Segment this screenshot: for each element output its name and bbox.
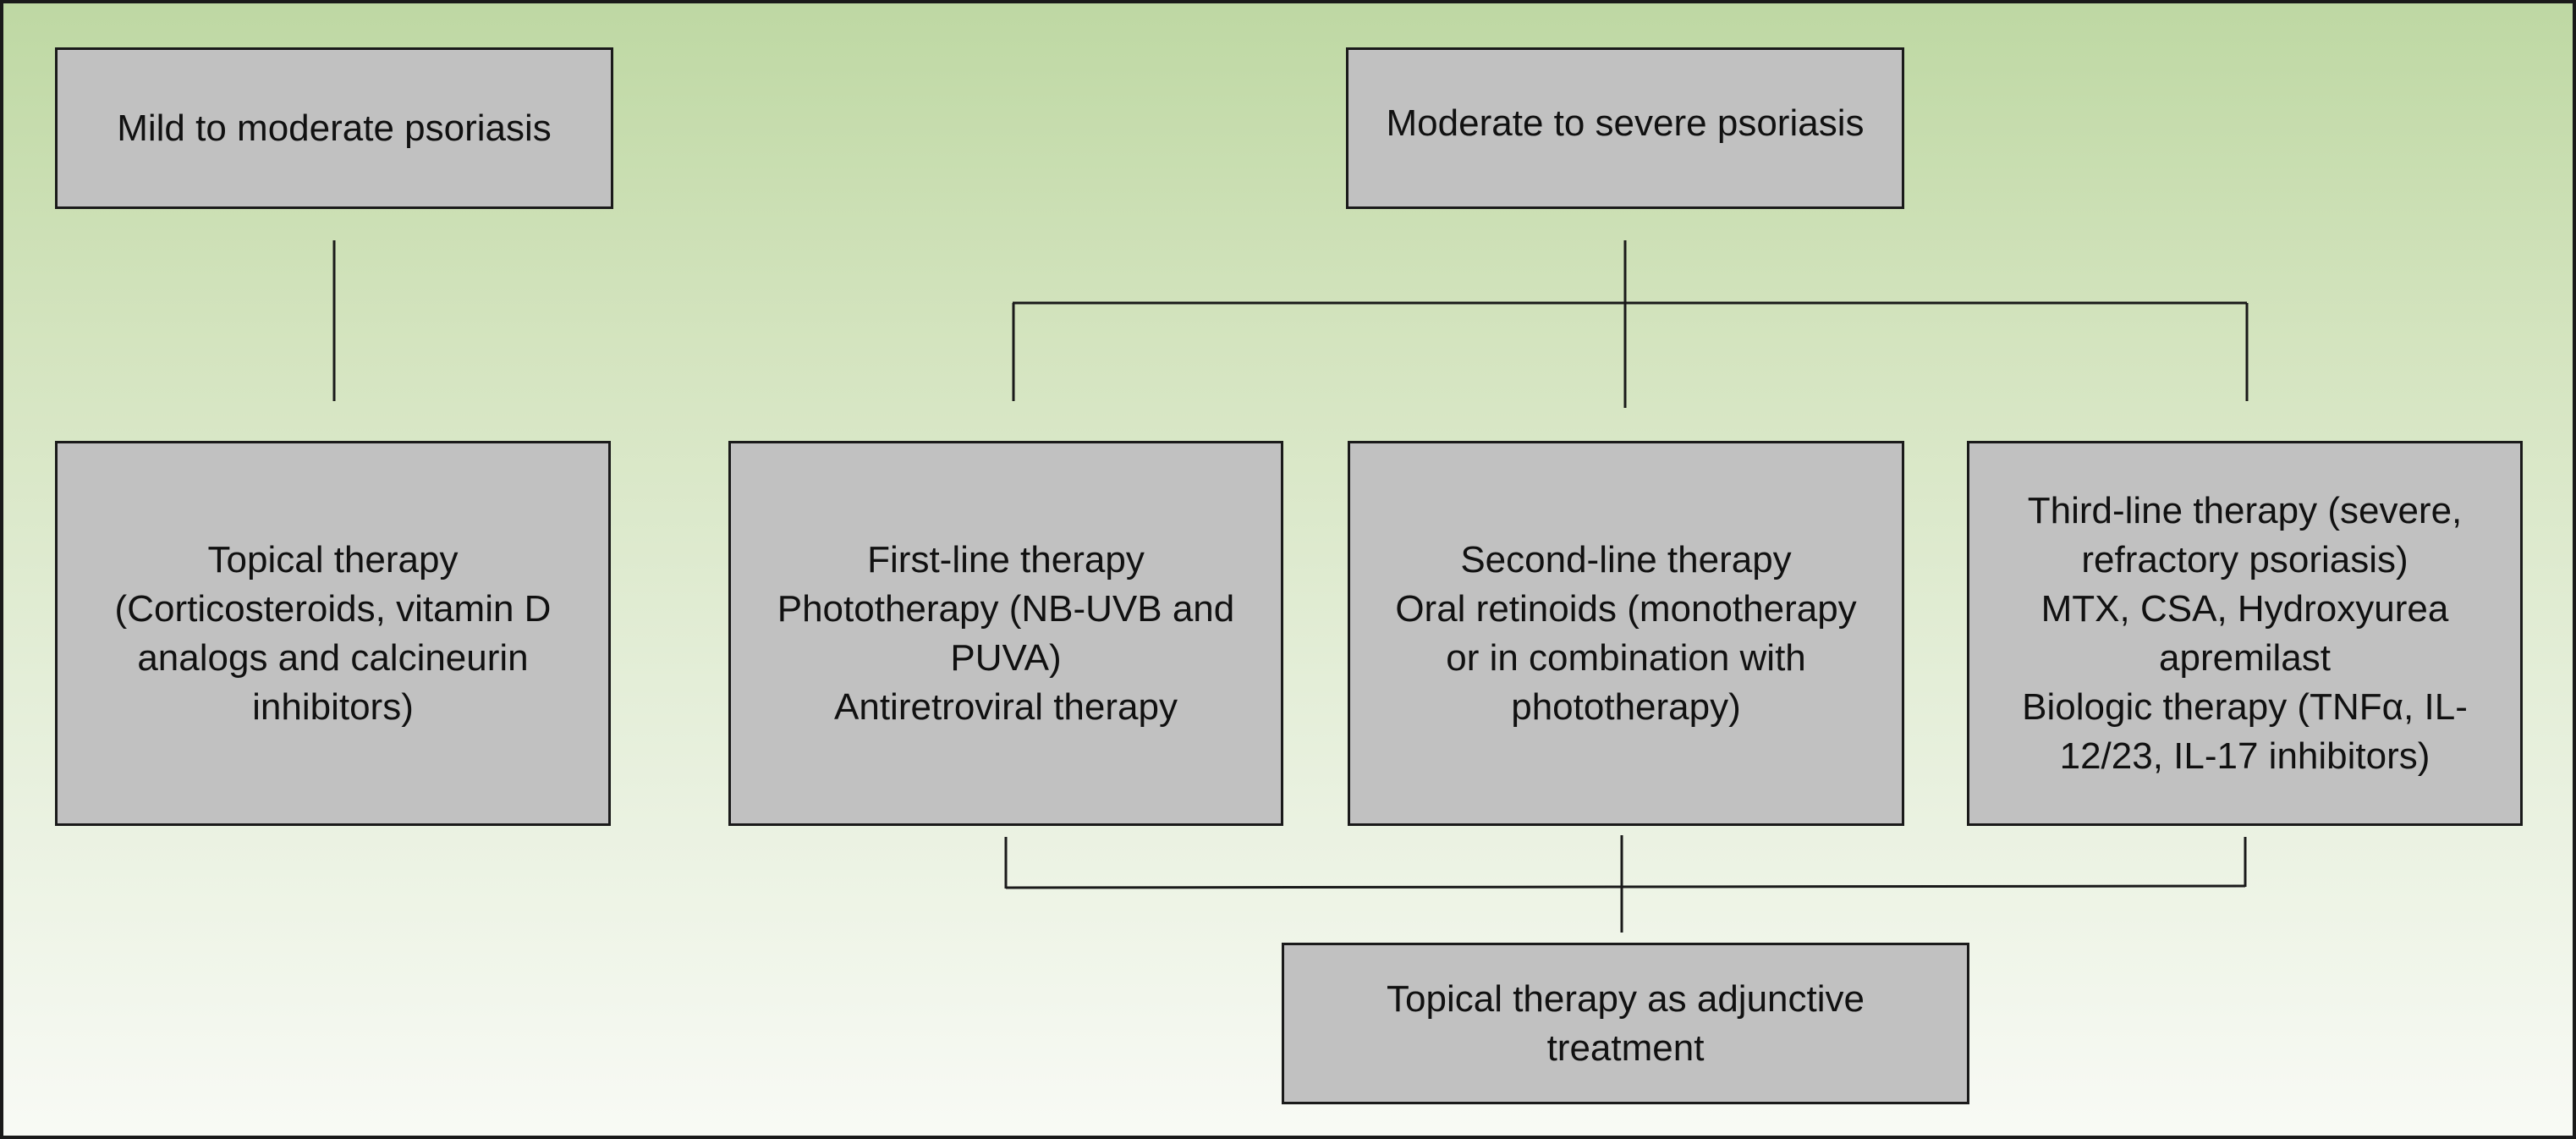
box-text-line: or in combination with: [1446, 636, 1806, 679]
box-text-line: Antiretroviral therapy: [834, 685, 1178, 728]
third-line-therapy-box: Third-line therapy (severe, refractory p…: [1967, 441, 2523, 826]
box-text-line: treatment: [1546, 1026, 1705, 1069]
box-text-line: MTX, CSA, Hydroxyurea: [2040, 587, 2449, 630]
box-text-line: Biologic therapy (TNFα, IL-: [2022, 685, 2468, 728]
box-text-line: inhibitors): [252, 685, 414, 728]
box-text-line: analogs and calcineurin: [137, 636, 529, 679]
second-line-therapy-box: Second-line therapy Oral retinoids (mono…: [1348, 441, 1904, 826]
box-text-line: phototherapy): [1511, 685, 1741, 728]
box-text-line: Third-line therapy (severe,: [2027, 489, 2463, 531]
box-text-line: 12/23, IL-17 inhibitors): [2059, 735, 2430, 777]
mild-to-moderate-psoriasis-box: Mild to moderate psoriasis: [55, 47, 613, 209]
box-text-line: Oral retinoids (monotherapy: [1395, 587, 1857, 630]
box-text-line: Second-line therapy: [1460, 538, 1792, 581]
box-text-line: apremilast: [2159, 636, 2331, 679]
box-text-line: Topical therapy: [207, 538, 459, 581]
box-text-line: refractory psoriasis): [2081, 538, 2408, 581]
box-text-line: Moderate to severe psoriasis: [1386, 102, 1865, 144]
box-text-line: Topical therapy as adjunctive: [1387, 977, 1865, 1020]
box-text-line: Mild to moderate psoriasis: [117, 107, 552, 149]
topical-therapy-box: Topical therapy (Corticosteroids, vitami…: [55, 441, 611, 826]
first-line-therapy-box: First-line therapy Phototherapy (NB-UVB …: [728, 441, 1283, 826]
box-text-line: Phototherapy (NB-UVB and: [777, 587, 1235, 630]
box-text-line: First-line therapy: [867, 538, 1145, 581]
box-text-line: (Corticosteroids, vitamin D: [114, 587, 552, 630]
topical-adjunctive-treatment-box: Topical therapy as adjunctive treatment: [1282, 943, 1969, 1104]
connector-bottom-bar: [1005, 884, 2246, 889]
box-text-line: PUVA): [950, 636, 1062, 679]
moderate-to-severe-psoriasis-box: Moderate to severe psoriasis: [1346, 47, 1904, 209]
